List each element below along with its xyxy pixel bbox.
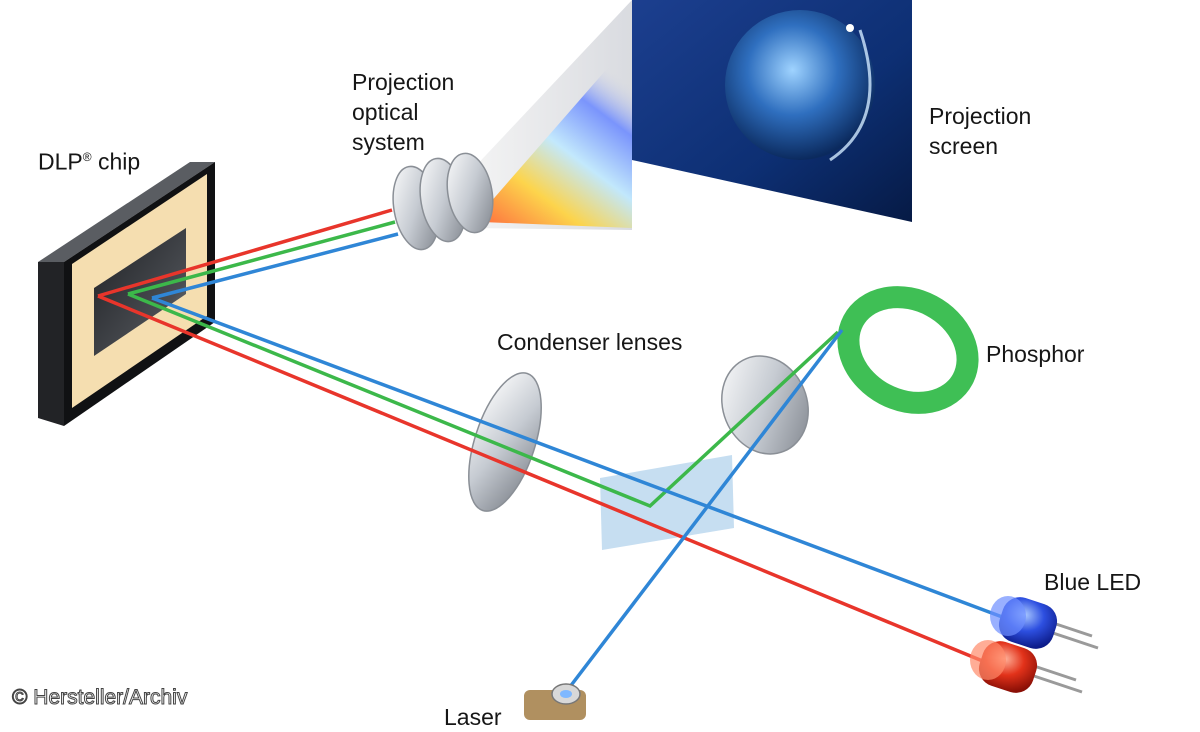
blue-beam-out <box>151 232 399 300</box>
beams-to-chip <box>97 292 1006 694</box>
green-beam-out <box>127 220 396 296</box>
dlp-chip-label-text: DLP <box>38 148 83 175</box>
earth-image <box>725 10 875 160</box>
condenser-lenses-label: Condenser lenses <box>497 329 683 355</box>
projection-optical-system-line-1: Projection <box>352 69 455 95</box>
blue-led-label: Blue LED <box>1044 569 1142 595</box>
projection-optical-system-line-2: optical <box>352 99 419 125</box>
projection-optical-system-label: Projection optical system <box>352 67 454 157</box>
projection-screen-label: Projection screen <box>929 101 1031 161</box>
projection-optical-system-line-3: system <box>352 129 425 155</box>
laser-label: Laser <box>444 704 502 730</box>
red-led <box>970 640 1083 694</box>
beams-to-projection <box>97 208 399 300</box>
red-beam-in <box>97 294 986 664</box>
image-credit: © Hersteller/Archiv <box>11 686 188 710</box>
registered-mark: ® <box>82 150 92 164</box>
dlp-chip-label-suffix: chip <box>91 148 141 175</box>
projection-rainbow-beam <box>482 40 632 228</box>
projection-screen <box>632 0 912 222</box>
dlp-chip-label: DLP® chip <box>38 142 140 177</box>
phosphor-label: Phosphor <box>986 341 1085 367</box>
blue-beam-in <box>151 296 1006 620</box>
condenser-lens-left <box>468 372 542 512</box>
projection-screen-line-2: screen <box>929 133 999 159</box>
phosphor-ring <box>837 286 979 414</box>
laser-diode <box>524 683 586 720</box>
green-beam-in <box>127 292 840 509</box>
dlp-chip <box>38 162 215 426</box>
dichroic-mirror <box>600 455 734 550</box>
laser-beam <box>564 328 844 694</box>
red-beam-out <box>97 208 393 298</box>
projection-screen-line-1: Projection <box>929 103 1032 129</box>
projection-lenses <box>392 152 494 251</box>
blue-led <box>990 596 1099 650</box>
